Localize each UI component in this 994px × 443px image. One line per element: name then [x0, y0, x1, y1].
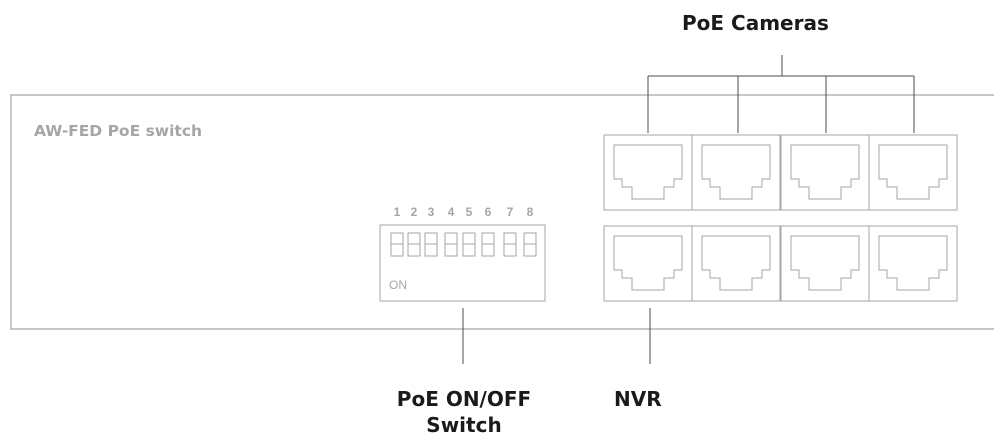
dip-number-4: 4: [448, 205, 455, 219]
dip-number-3: 3: [428, 205, 435, 219]
rj45-port-top-1[interactable]: [603, 134, 693, 211]
dip-toggle-6[interactable]: [481, 232, 495, 257]
dip-number-1: 1: [394, 205, 401, 219]
rj45-port-bottom-2[interactable]: [691, 225, 781, 302]
dip-switch-frame: [379, 224, 546, 302]
poe-switch-label-line2: Switch: [426, 413, 502, 437]
dip-toggle-1[interactable]: [390, 232, 404, 257]
dip-number-7: 7: [507, 205, 514, 219]
dip-number-6: 6: [485, 205, 492, 219]
poe-cameras-label: PoE Cameras: [682, 11, 829, 35]
dip-number-8: 8: [527, 205, 534, 219]
dip-toggle-3[interactable]: [424, 232, 438, 257]
rj45-port-top-3[interactable]: [780, 134, 870, 211]
rj45-port-top-4[interactable]: [868, 134, 958, 211]
device-title: AW-FED PoE switch: [34, 122, 202, 140]
dip-on-label: ON: [389, 278, 407, 292]
dip-number-2: 2: [411, 205, 418, 219]
dip-toggle-7[interactable]: [503, 232, 517, 257]
rj45-port-top-2[interactable]: [691, 134, 781, 211]
rj45-port-bottom-1[interactable]: [603, 225, 693, 302]
rj45-port-bottom-4[interactable]: [868, 225, 958, 302]
switch-chassis: [10, 94, 994, 330]
dip-toggle-2[interactable]: [407, 232, 421, 257]
connector-lines: [462, 55, 915, 364]
cameras-bracket: [647, 55, 915, 133]
rj45-port-bottom-3[interactable]: [780, 225, 870, 302]
dip-toggle-4[interactable]: [444, 232, 458, 257]
dip-number-5: 5: [466, 205, 473, 219]
dip-toggle-8[interactable]: [523, 232, 537, 257]
dip-toggle-5[interactable]: [462, 232, 476, 257]
poe-switch-label: PoE ON/OFF Switch: [380, 386, 548, 438]
ethernet-ports: [603, 134, 958, 302]
nvr-label: NVR: [614, 387, 662, 411]
poe-switch-label-line1: PoE ON/OFF: [396, 387, 532, 411]
